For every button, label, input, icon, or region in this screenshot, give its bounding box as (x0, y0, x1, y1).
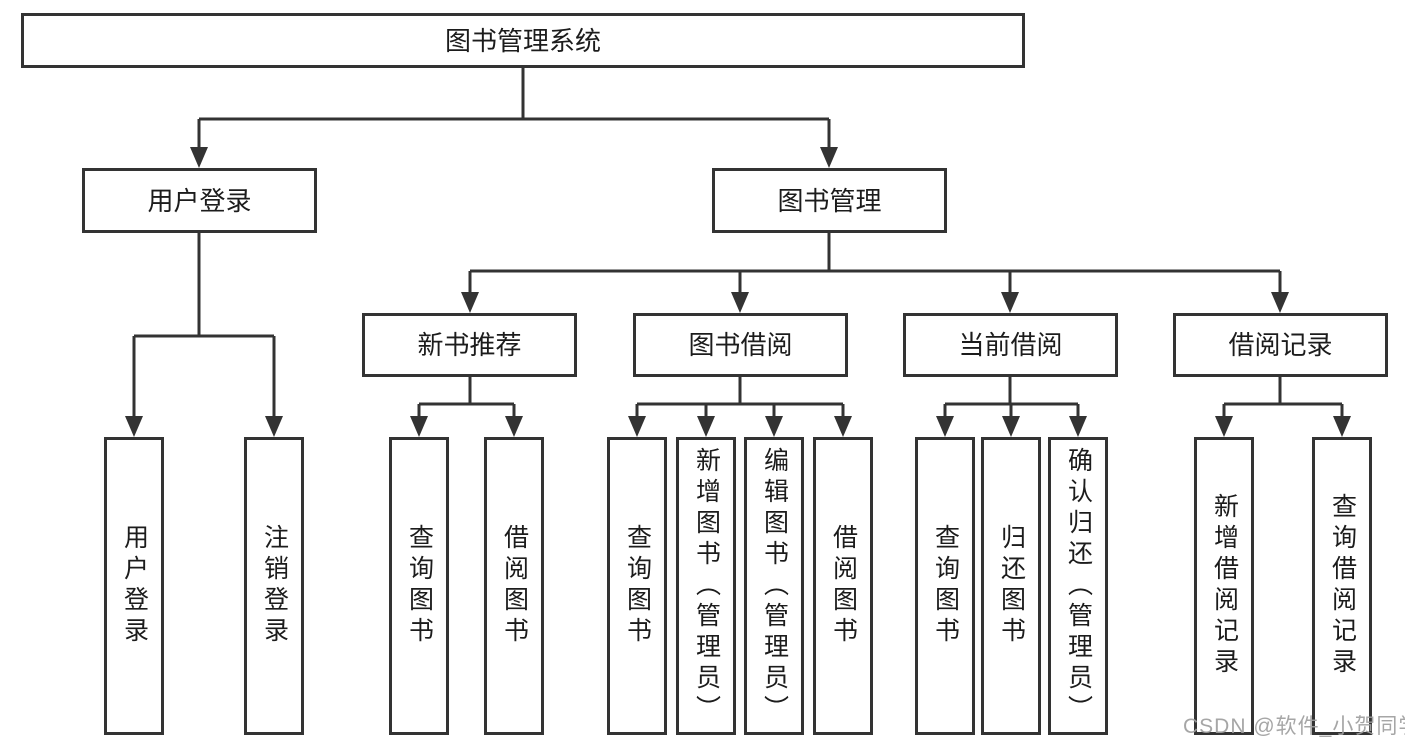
node-label: 新增借阅记录 (1210, 493, 1239, 679)
leaf-user-login: 用户登录 (104, 437, 164, 735)
node-book-management: 图书管理 (712, 168, 947, 233)
watermark: CSDN @软件_小贺同学 (1183, 715, 1405, 738)
node-borrowing-records: 借阅记录 (1173, 313, 1388, 377)
node-label: 图书借阅 (688, 330, 793, 360)
leaf-add-borrow-record: 新增借阅记录 (1194, 437, 1254, 735)
node-label: 编辑图书（管理员） (760, 446, 789, 726)
leaf-query-books-current: 查询图书 (915, 437, 975, 735)
node-root-library-system: 图书管理系统 (21, 13, 1025, 68)
node-label: 用户登录 (147, 185, 252, 216)
node-label: 归还图书 (997, 524, 1026, 648)
node-user-login: 用户登录 (82, 168, 317, 233)
node-current-borrowing: 当前借阅 (903, 313, 1118, 377)
arrowhead-icons (125, 147, 1351, 437)
leaf-logout: 注销登录 (244, 437, 304, 735)
leaf-edit-books-admin: 编辑图书（管理员） (744, 437, 804, 735)
node-book-borrowing: 图书借阅 (633, 313, 848, 377)
node-label: 当前借阅 (958, 330, 1063, 360)
node-label: 图书管理系统 (444, 25, 601, 56)
node-label: 借阅图书 (829, 524, 858, 648)
node-label: 借阅图书 (500, 524, 529, 648)
node-label: 图书管理 (777, 185, 882, 216)
leaf-add-books-admin: 新增图书（管理员） (676, 437, 736, 735)
leaf-query-borrow-record: 查询借阅记录 (1312, 437, 1372, 735)
leaf-confirm-return-admin: 确认归还（管理员） (1048, 437, 1108, 735)
node-label: 新书推荐 (417, 330, 522, 360)
node-label: 注销登录 (260, 524, 289, 648)
leaf-borrow-books: 借阅图书 (813, 437, 873, 735)
node-label: 确认归还（管理员） (1064, 446, 1093, 726)
node-label: 用户登录 (120, 524, 149, 648)
node-label: 查询图书 (931, 524, 960, 648)
leaf-query-books-recommend: 查询图书 (389, 437, 449, 735)
node-label: 查询借阅记录 (1328, 493, 1357, 679)
leaf-borrow-books-recommend: 借阅图书 (484, 437, 544, 735)
node-label: 新增图书（管理员） (692, 446, 721, 726)
leaf-return-books: 归还图书 (981, 437, 1041, 735)
node-label: 查询图书 (623, 524, 652, 648)
node-label: 借阅记录 (1228, 330, 1333, 360)
node-label: 查询图书 (405, 524, 434, 648)
node-new-book-recommend: 新书推荐 (362, 313, 577, 377)
leaf-query-books-borrowing: 查询图书 (607, 437, 667, 735)
